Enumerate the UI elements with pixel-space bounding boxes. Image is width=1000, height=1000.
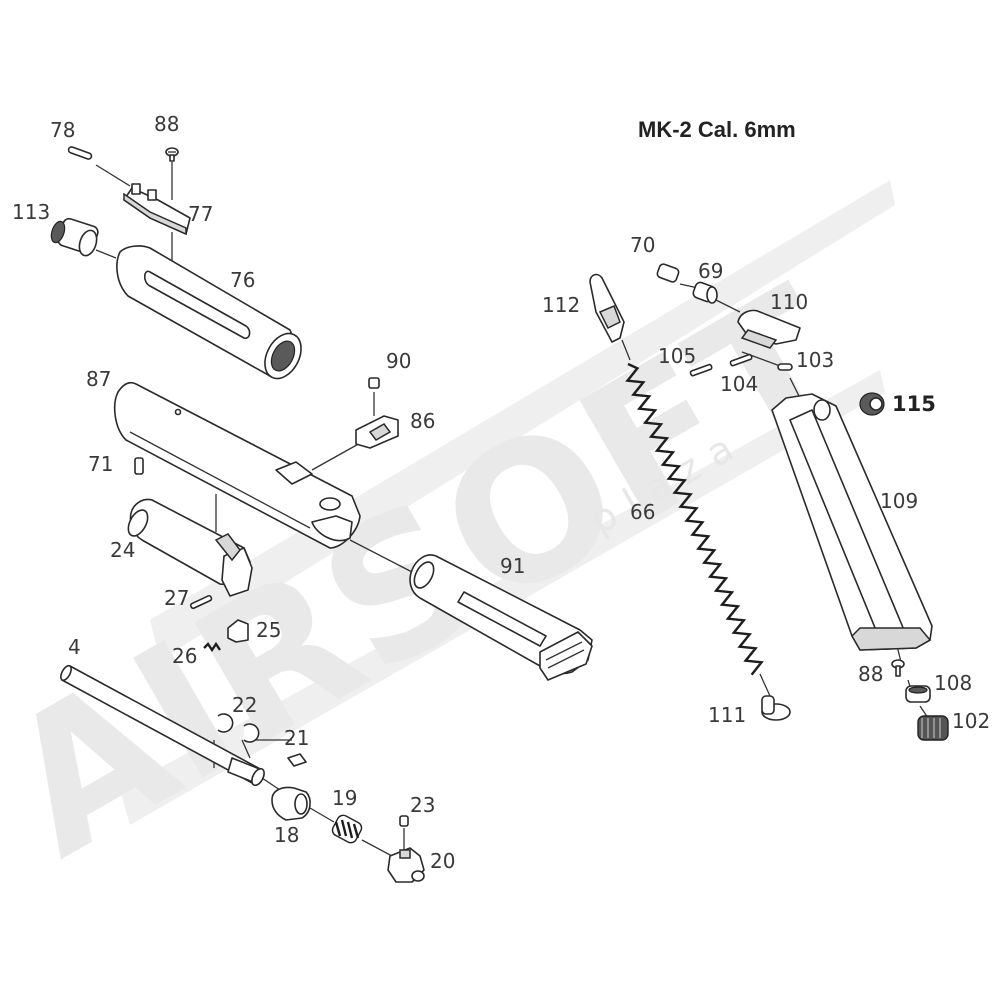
part-labels: 78 88 77 113 76 87 90 86 71 24 91 27 25 … bbox=[12, 112, 990, 873]
part-26-spring bbox=[203, 641, 221, 653]
part-87-slide bbox=[113, 381, 361, 549]
label-23: 23 bbox=[410, 793, 435, 817]
label-104: 104 bbox=[720, 372, 758, 396]
label-105: 105 bbox=[658, 344, 696, 368]
part-104-pin bbox=[729, 353, 753, 367]
label-88: 88 bbox=[154, 112, 179, 136]
label-103: 103 bbox=[796, 348, 834, 372]
label-76: 76 bbox=[230, 268, 255, 292]
part-91-blowback-unit bbox=[409, 554, 593, 681]
label-77: 77 bbox=[188, 202, 213, 226]
label-88-magazine: 88 bbox=[858, 662, 883, 686]
label-69: 69 bbox=[698, 259, 723, 283]
part-112-follower bbox=[589, 273, 625, 343]
part-25-catch bbox=[227, 619, 249, 643]
label-115: 115 bbox=[892, 392, 936, 416]
part-21-pad bbox=[287, 753, 307, 767]
label-78: 78 bbox=[50, 118, 75, 142]
label-109: 109 bbox=[880, 489, 918, 513]
part-24-cylinder bbox=[127, 498, 253, 597]
label-86: 86 bbox=[410, 409, 435, 433]
label-19: 19 bbox=[332, 786, 357, 810]
label-22: 22 bbox=[232, 693, 257, 717]
part-27-pin bbox=[189, 594, 213, 610]
label-70: 70 bbox=[630, 233, 655, 257]
label-111: 111 bbox=[708, 703, 746, 727]
part-103-ring bbox=[777, 363, 793, 371]
label-108: 108 bbox=[934, 671, 972, 695]
part-69-ring bbox=[692, 281, 718, 304]
part-76-outer-barrel bbox=[116, 245, 302, 380]
part-102-cap bbox=[917, 715, 949, 741]
part-86-front-sight bbox=[355, 415, 399, 449]
label-110: 110 bbox=[770, 290, 808, 314]
label-113: 113 bbox=[12, 200, 50, 224]
part-88-screw bbox=[165, 147, 179, 162]
part-88-mag-screw bbox=[891, 659, 905, 677]
part-20-adjuster bbox=[387, 847, 425, 883]
label-102: 102 bbox=[952, 709, 990, 733]
part-111-peg bbox=[761, 695, 791, 721]
diagram-title: MK-2 Cal. 6mm bbox=[638, 117, 796, 142]
label-27: 27 bbox=[164, 586, 189, 610]
part-113-bushing bbox=[50, 217, 99, 257]
label-26: 26 bbox=[172, 644, 197, 668]
part-115-valve bbox=[859, 392, 885, 416]
part-77-rear-sight bbox=[123, 183, 191, 236]
label-21: 21 bbox=[284, 726, 309, 750]
part-105-pin bbox=[689, 363, 713, 377]
part-22-clips bbox=[217, 713, 260, 743]
part-78-pin bbox=[67, 146, 93, 160]
part-109-magazine-body bbox=[771, 393, 933, 651]
part-70-plug bbox=[656, 263, 680, 283]
part-71-pin bbox=[134, 457, 144, 475]
label-66: 66 bbox=[630, 500, 655, 524]
part-110-feed-lip bbox=[737, 309, 801, 349]
part-108-seal bbox=[905, 685, 931, 703]
label-112: 112 bbox=[542, 293, 580, 317]
leader-lines bbox=[95, 162, 929, 857]
label-91: 91 bbox=[500, 554, 525, 578]
part-90-screw bbox=[368, 377, 380, 389]
part-23-screw bbox=[399, 815, 409, 827]
part-18-hopup bbox=[271, 786, 311, 821]
part-66-spring bbox=[625, 362, 764, 676]
label-18: 18 bbox=[274, 823, 299, 847]
label-20: 20 bbox=[430, 849, 455, 873]
label-87: 87 bbox=[86, 367, 111, 391]
label-71: 71 bbox=[88, 452, 113, 476]
label-4: 4 bbox=[68, 635, 81, 659]
label-24: 24 bbox=[110, 538, 135, 562]
part-19-spring bbox=[331, 814, 363, 844]
label-90: 90 bbox=[386, 349, 411, 373]
label-25: 25 bbox=[256, 618, 281, 642]
part-4-inner-barrel bbox=[60, 664, 265, 787]
